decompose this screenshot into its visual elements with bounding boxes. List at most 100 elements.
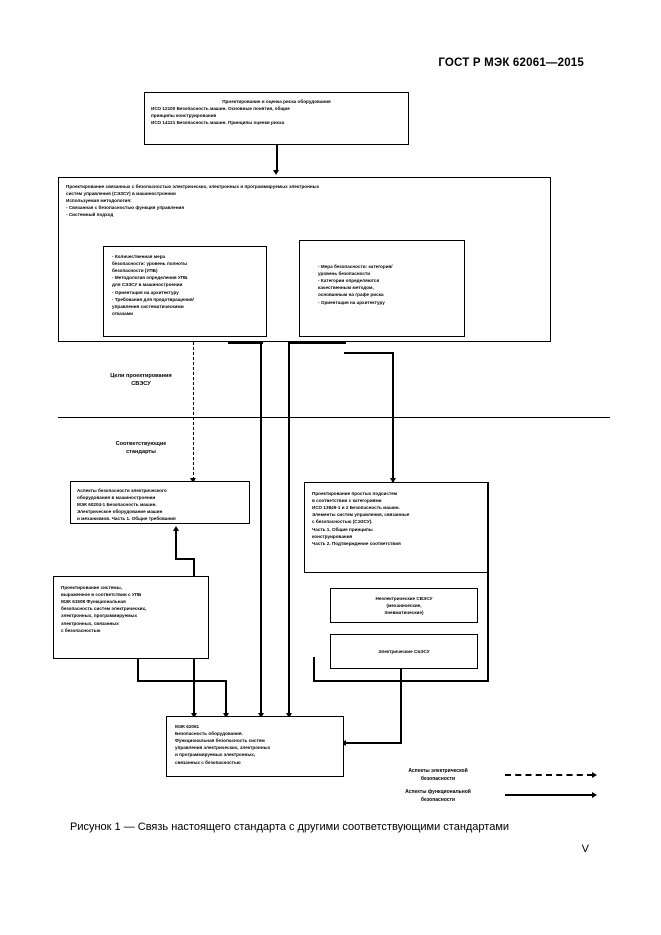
connector-iso-bottom-rail xyxy=(313,680,488,683)
iso13849-line8: Часть 2. Подтверждение соответствия xyxy=(312,540,401,546)
iso13849-line6: Часть 1. Общие принципы xyxy=(312,526,373,532)
electric-line1: Электрические СвЭСУ xyxy=(378,649,430,654)
iec61508-line4: безопасность систем электрических, xyxy=(61,606,147,612)
connector-61508-riser-short xyxy=(174,530,177,560)
stage-label-design-goals: Цели проектирования СВЭСУ xyxy=(76,372,206,389)
cm-item-2: - Категории определяются xyxy=(318,278,380,284)
stage-label-design-goals-line2: СВЭСУ xyxy=(131,381,151,388)
iso13849-line5: с безопасностью (СЭЗСУ). xyxy=(312,519,373,525)
arrowhead-vertical-a xyxy=(257,713,264,718)
connector-iso-left-riser xyxy=(313,657,316,682)
iec60204-line1: Аспекты безопасности электрического xyxy=(77,488,167,493)
iec61508-line7: с безопасностью xyxy=(61,627,101,633)
arrowhead-up-to-iec60204 xyxy=(172,526,179,531)
iso13849-line1: Проектирование простых подсистем xyxy=(312,491,398,496)
connector-stub-a xyxy=(228,341,263,344)
iec61508-line6: электронных, связанных xyxy=(61,620,119,626)
connector-top-to-sector xyxy=(276,145,278,172)
iec60204-line4: Электрическое оборудование машин xyxy=(77,509,163,515)
risk-assessment-line2: ИСО 12100 Безопасность машин. Основные п… xyxy=(151,106,290,112)
stage-label-standards: Соответствующие стандарты xyxy=(76,440,206,457)
iec62061-line1: МЭК 62061 xyxy=(175,724,200,729)
connector-stub-b xyxy=(288,341,346,344)
connector-electric-left xyxy=(345,742,402,745)
connector-vertical-b xyxy=(288,341,291,718)
connector-61508-bottom-right xyxy=(137,680,227,683)
cm-item-0: - Мера безопасности: категория/ xyxy=(318,264,393,269)
qm-item-5: - Ориентация на архитектуру xyxy=(112,289,179,295)
sector-line2: систем управления (СЭЗСУ) в машиностроен… xyxy=(66,191,176,197)
stage-label-design-goals-line1: Цели проектирования xyxy=(110,373,172,379)
legend-electrical-line1: Аспекты электрической xyxy=(408,768,468,774)
iso13849-line7: конструирования xyxy=(312,533,353,539)
stage-divider-line xyxy=(58,417,610,418)
iso13849-line3: ИСО 13849-1 и 2 Безопасность машин. xyxy=(312,505,400,511)
legend-functional-solid-line xyxy=(505,794,593,797)
iec-62061-box: МЭК 62061 Безопасность оборудования. Фун… xyxy=(166,716,344,777)
cm-item-1: уровень безопасности xyxy=(318,271,371,277)
qm-item-6: - Требования для предотвращения/ xyxy=(112,296,194,302)
iec62061-line6: связанных с безопасностью xyxy=(175,759,241,765)
risk-assessment-line1: Проектирование и оценка риска оборудован… xyxy=(222,99,331,104)
iso13849-line2: в соответствии с категориями xyxy=(312,498,382,504)
cm-item-4: основанным на графе риска xyxy=(318,292,384,298)
qm-item-1: безопасности: уровень полноты xyxy=(112,261,188,267)
quantitative-measures-box: - Количественная мера безопасности: уров… xyxy=(103,246,267,337)
qm-item-2: безопасности (УПБ) xyxy=(112,268,158,274)
legend-electrical-line2: безопасности xyxy=(420,775,456,782)
iec-61508-box: Проектирование системы, выраженное в соо… xyxy=(53,576,209,659)
arrowhead-vertical-b xyxy=(285,713,292,718)
sector-line3: Используемая методология: xyxy=(66,198,132,204)
iec62061-line2: Безопасность оборудования. xyxy=(175,731,243,737)
connector-vertical-a xyxy=(260,341,263,718)
iec61508-line1: Проектирование системы, xyxy=(61,585,122,590)
connector-61508-into-bottom xyxy=(225,680,228,718)
iec62061-line4: управления электрических, электронных xyxy=(175,745,271,751)
risk-assessment-line3: принципы конструирования xyxy=(151,113,217,119)
arrowhead-61508-down xyxy=(190,713,197,718)
iso13849-line4: Элементы систем управления, связанные xyxy=(312,512,410,518)
qm-item-7: управления систематическими xyxy=(112,303,184,309)
iec61508-line5: электронных, программируемых xyxy=(61,613,138,619)
stage-label-standards-line2: стандарты xyxy=(126,449,156,456)
connector-iso-group-right-edge xyxy=(487,482,490,682)
sector-line1: Проектирование связанных с безопасностью… xyxy=(66,184,320,189)
connector-electric-down xyxy=(400,669,403,744)
legend-electrical-dashed-line xyxy=(505,774,593,776)
legend-functional-line1: Аспекты функциональной xyxy=(405,789,471,795)
legend-functional-line2: безопасности xyxy=(420,796,456,803)
iec61508-line3: МЭК 61508 Функциональная xyxy=(61,599,126,605)
sector-line5: - Системный подход xyxy=(66,212,114,218)
legend-functional-label: Аспекты функциональной безопасности xyxy=(378,789,498,804)
figure-caption: Рисунок 1 — Связь настоящего стандарта с… xyxy=(70,821,510,833)
cm-item-3: качественным методом, xyxy=(318,285,374,291)
risk-assessment-box: Проектирование и оценка риска оборудован… xyxy=(144,92,409,145)
categories-measures-box: - Мера безопасности: категория/ уровень … xyxy=(299,240,465,337)
qm-item-0: - Количественная мера xyxy=(112,254,166,259)
iec61508-line2: выраженное в соответствии с УПБ xyxy=(61,592,142,598)
qm-item-3: - Методология определения УПБ xyxy=(112,275,188,281)
arrowhead-61508-into-bottom xyxy=(222,713,229,718)
nonelectric-line2: (механические, xyxy=(386,603,422,609)
arrowhead-dashed-to-iec60204 xyxy=(190,478,196,483)
legend-functional-arrowhead xyxy=(592,791,597,798)
iec60204-line2: оборудования в машиностроении xyxy=(77,495,156,501)
page-number: V xyxy=(581,843,589,855)
connector-elbow-vertical xyxy=(392,352,395,482)
stage-label-standards-line1: Соответствующие xyxy=(115,441,167,447)
nonelectric-line1: Неэлектрические СВЭСУ xyxy=(375,596,433,601)
iec60204-line5: и механизмов. Часть 1. Общие требования xyxy=(77,516,176,522)
cm-item-5: - Ориентация на архитектуру xyxy=(318,299,385,305)
risk-assessment-line4: ИСО 14121 Безопасность машин. Принципы о… xyxy=(151,120,285,126)
sector-line4: - Связанная с безопасностью функция упра… xyxy=(66,205,185,211)
arrowhead-elbow-to-iso13849 xyxy=(389,478,396,483)
qm-item-4: для СЭЗСУ в машиностроении xyxy=(112,282,183,288)
connector-61508-bottom-down xyxy=(137,659,140,682)
legend-electrical-arrowhead xyxy=(592,771,597,778)
connector-61508-elbow xyxy=(174,558,195,561)
electric-sczsu-box: Электрические СвЭСУ xyxy=(330,634,478,669)
dashed-connector-to-iec60204 xyxy=(193,342,194,480)
iec-60204-box: Аспекты безопасности электрического обор… xyxy=(70,481,250,524)
iec62061-line5: и программируемых электронных, xyxy=(175,752,256,758)
